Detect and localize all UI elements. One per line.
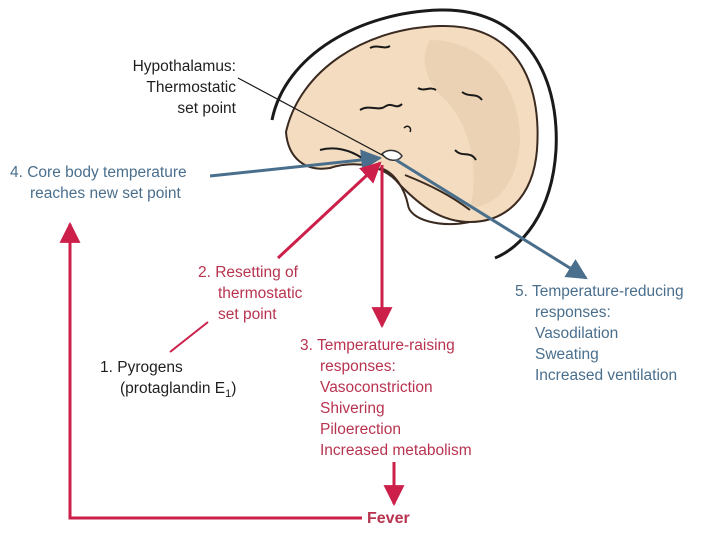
step5-item-3: Increased ventilation (535, 367, 678, 384)
step2-line1: 2. Resetting of (198, 264, 298, 281)
arrow-step2-to-hypothalamus (276, 161, 382, 260)
step4-label: 4. Core body temperature reaches new set… (10, 162, 187, 204)
step5-line2: responses: (535, 304, 611, 321)
hypothalamus-title: Hypothalamus: (132, 58, 236, 75)
step4-line2: reaches new set point (30, 185, 181, 202)
step2-label: 2. Resetting of thermostatic set point (198, 262, 302, 325)
step3-item-1: Vasoconstriction (320, 379, 433, 396)
step3-label: 3. Temperature-raising responses: Vasoco… (300, 335, 472, 461)
step5-line1: 5. Temperature-reducing (515, 283, 684, 300)
brainstem (379, 167, 471, 226)
step1-label: 1. Pyrogens (protaglandin E1) (100, 357, 237, 401)
head-outline (270, 8, 558, 260)
step5-item-2: Sweating (535, 346, 599, 363)
step4-line1: 4. Core body temperature (10, 164, 187, 181)
fever-label: Fever (367, 510, 410, 527)
step3-item-2: Shivering (320, 400, 385, 417)
step2-line3: set point (218, 306, 277, 323)
step1-suffix: ) (231, 380, 237, 397)
step2-line2: thermostatic (218, 285, 303, 302)
step1-line1: 1. Pyrogens (100, 359, 183, 376)
hypothalamus-pointer (237, 77, 385, 157)
hypothalamus-spot (381, 149, 403, 161)
brain-shading (424, 40, 520, 208)
step5-item-1: Vasodilation (535, 325, 619, 342)
step1-subscript: 1 (225, 388, 232, 401)
hypothalamus-label: Hypothalamus: Thermostatic set point (112, 56, 236, 119)
brain-illustration (270, 8, 558, 260)
hypothalamus-line3: set point (177, 100, 236, 117)
arrow-4-to-hypothalamus (209, 149, 383, 178)
step3-item-4: Increased metabolism (320, 442, 472, 459)
step1-prefix: (protaglandin E (120, 380, 226, 397)
pyrogen-connector (169, 321, 209, 353)
step1-line2: (protaglandin E1) (100, 378, 237, 401)
arrow-to-step5 (395, 158, 588, 280)
step3-line1: 3. Temperature-raising (300, 337, 455, 354)
step3-item-3: Piloerection (320, 421, 401, 438)
step5-label: 5. Temperature-reducing responses: Vasod… (515, 281, 684, 386)
arrow-fever-loop (59, 221, 362, 520)
cerebellum-line (404, 174, 471, 211)
hypothalamus-line2: Thermostatic (146, 79, 236, 96)
step3-line2: responses: (320, 358, 396, 375)
